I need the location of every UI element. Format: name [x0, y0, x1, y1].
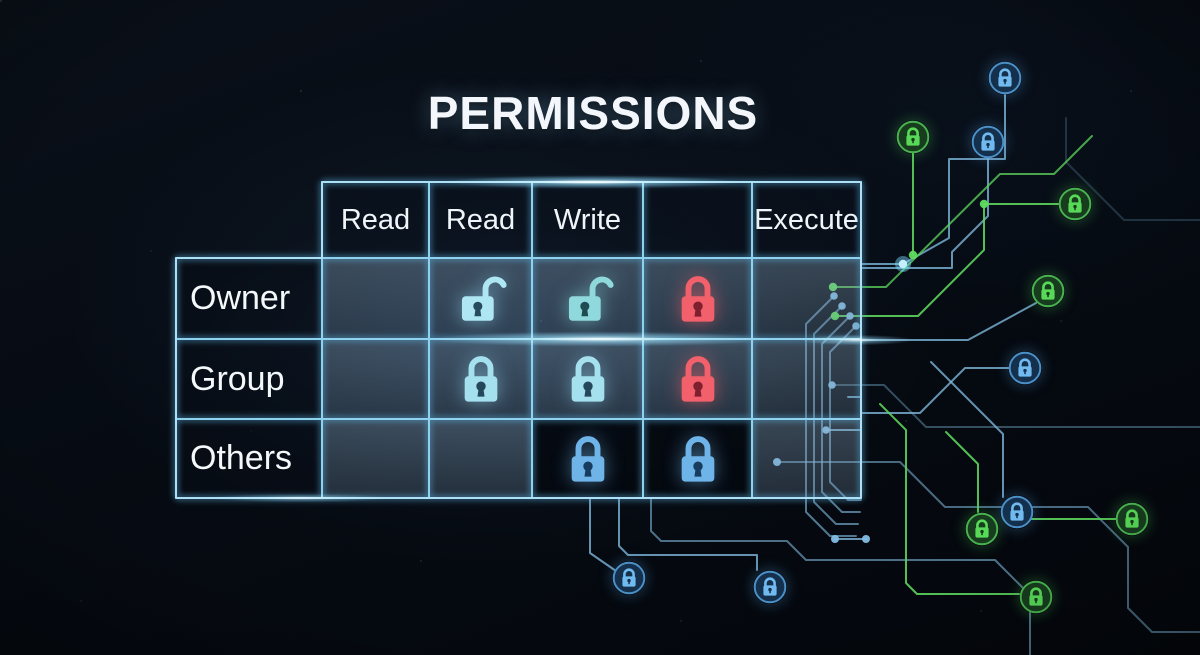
cell-group-read1 [322, 339, 429, 419]
lock-badge-blue [1000, 495, 1034, 529]
column-header-write: Write [532, 182, 643, 258]
page-title: PERMISSIONS [427, 87, 759, 139]
cell-others-blank [643, 419, 752, 498]
lock-badge-blue [1008, 351, 1042, 385]
lock-closed-icon [681, 435, 714, 482]
cell-group-blank [643, 339, 752, 419]
lock-closed-icon [681, 275, 714, 322]
row-label-others: Others [176, 419, 322, 498]
column-header-read1: Read [322, 182, 429, 258]
cell-owner-read2 [429, 258, 532, 339]
mini-lock-icon [1019, 580, 1053, 614]
lock-badge-green [965, 512, 999, 546]
lock-badge-blue [971, 125, 1005, 159]
column-header-execute: Execute [752, 182, 861, 258]
row-label-group: Group [176, 339, 322, 419]
mini-lock-icon [612, 561, 646, 595]
cell-group-execute [752, 339, 861, 419]
lock-closed-icon [571, 356, 604, 402]
mini-lock-icon [1008, 351, 1042, 385]
lock-badge-green [1031, 274, 1065, 308]
mini-lock-icon [1058, 187, 1092, 221]
lock-closed-icon [464, 356, 497, 402]
lock-badge-blue [753, 570, 787, 604]
mini-lock-icon [988, 61, 1022, 95]
background-noise [0, 0, 2, 2]
mini-lock-icon [1031, 274, 1065, 308]
mini-lock-icon [1115, 502, 1149, 536]
cell-group-write [532, 339, 643, 419]
cell-others-write [532, 419, 643, 498]
lock-badge-green [896, 120, 930, 154]
column-header-blank [643, 182, 752, 258]
lock-open-icon [461, 276, 507, 321]
lock-closed-icon [571, 435, 604, 482]
cell-group-read2 [429, 339, 532, 419]
lock-badge-blue [612, 561, 646, 595]
cell-owner-read1 [322, 258, 429, 339]
cell-owner-blank [643, 258, 752, 339]
lock-badge-blue [988, 61, 1022, 95]
mini-lock-icon [896, 120, 930, 154]
lock-badge-green [1019, 580, 1053, 614]
cell-others-execute [752, 419, 861, 498]
lock-open-icon [568, 276, 614, 321]
cell-owner-execute [752, 258, 861, 339]
lock-badge-green [1115, 502, 1149, 536]
permissions-table: Read Read Write Execute Owner Group [176, 182, 861, 498]
lock-badge-green [1058, 187, 1092, 221]
mini-lock-icon [1000, 495, 1034, 529]
cell-owner-write [532, 258, 643, 339]
row-label-owner: Owner [176, 258, 322, 339]
column-header-read2: Read [429, 182, 532, 258]
cell-others-read2 [429, 419, 532, 498]
mini-lock-icon [971, 125, 1005, 159]
mini-lock-icon [753, 570, 787, 604]
cell-others-read1 [322, 419, 429, 498]
mini-lock-icon [965, 512, 999, 546]
header-corner-cell [176, 182, 322, 258]
lock-closed-icon [681, 356, 714, 402]
